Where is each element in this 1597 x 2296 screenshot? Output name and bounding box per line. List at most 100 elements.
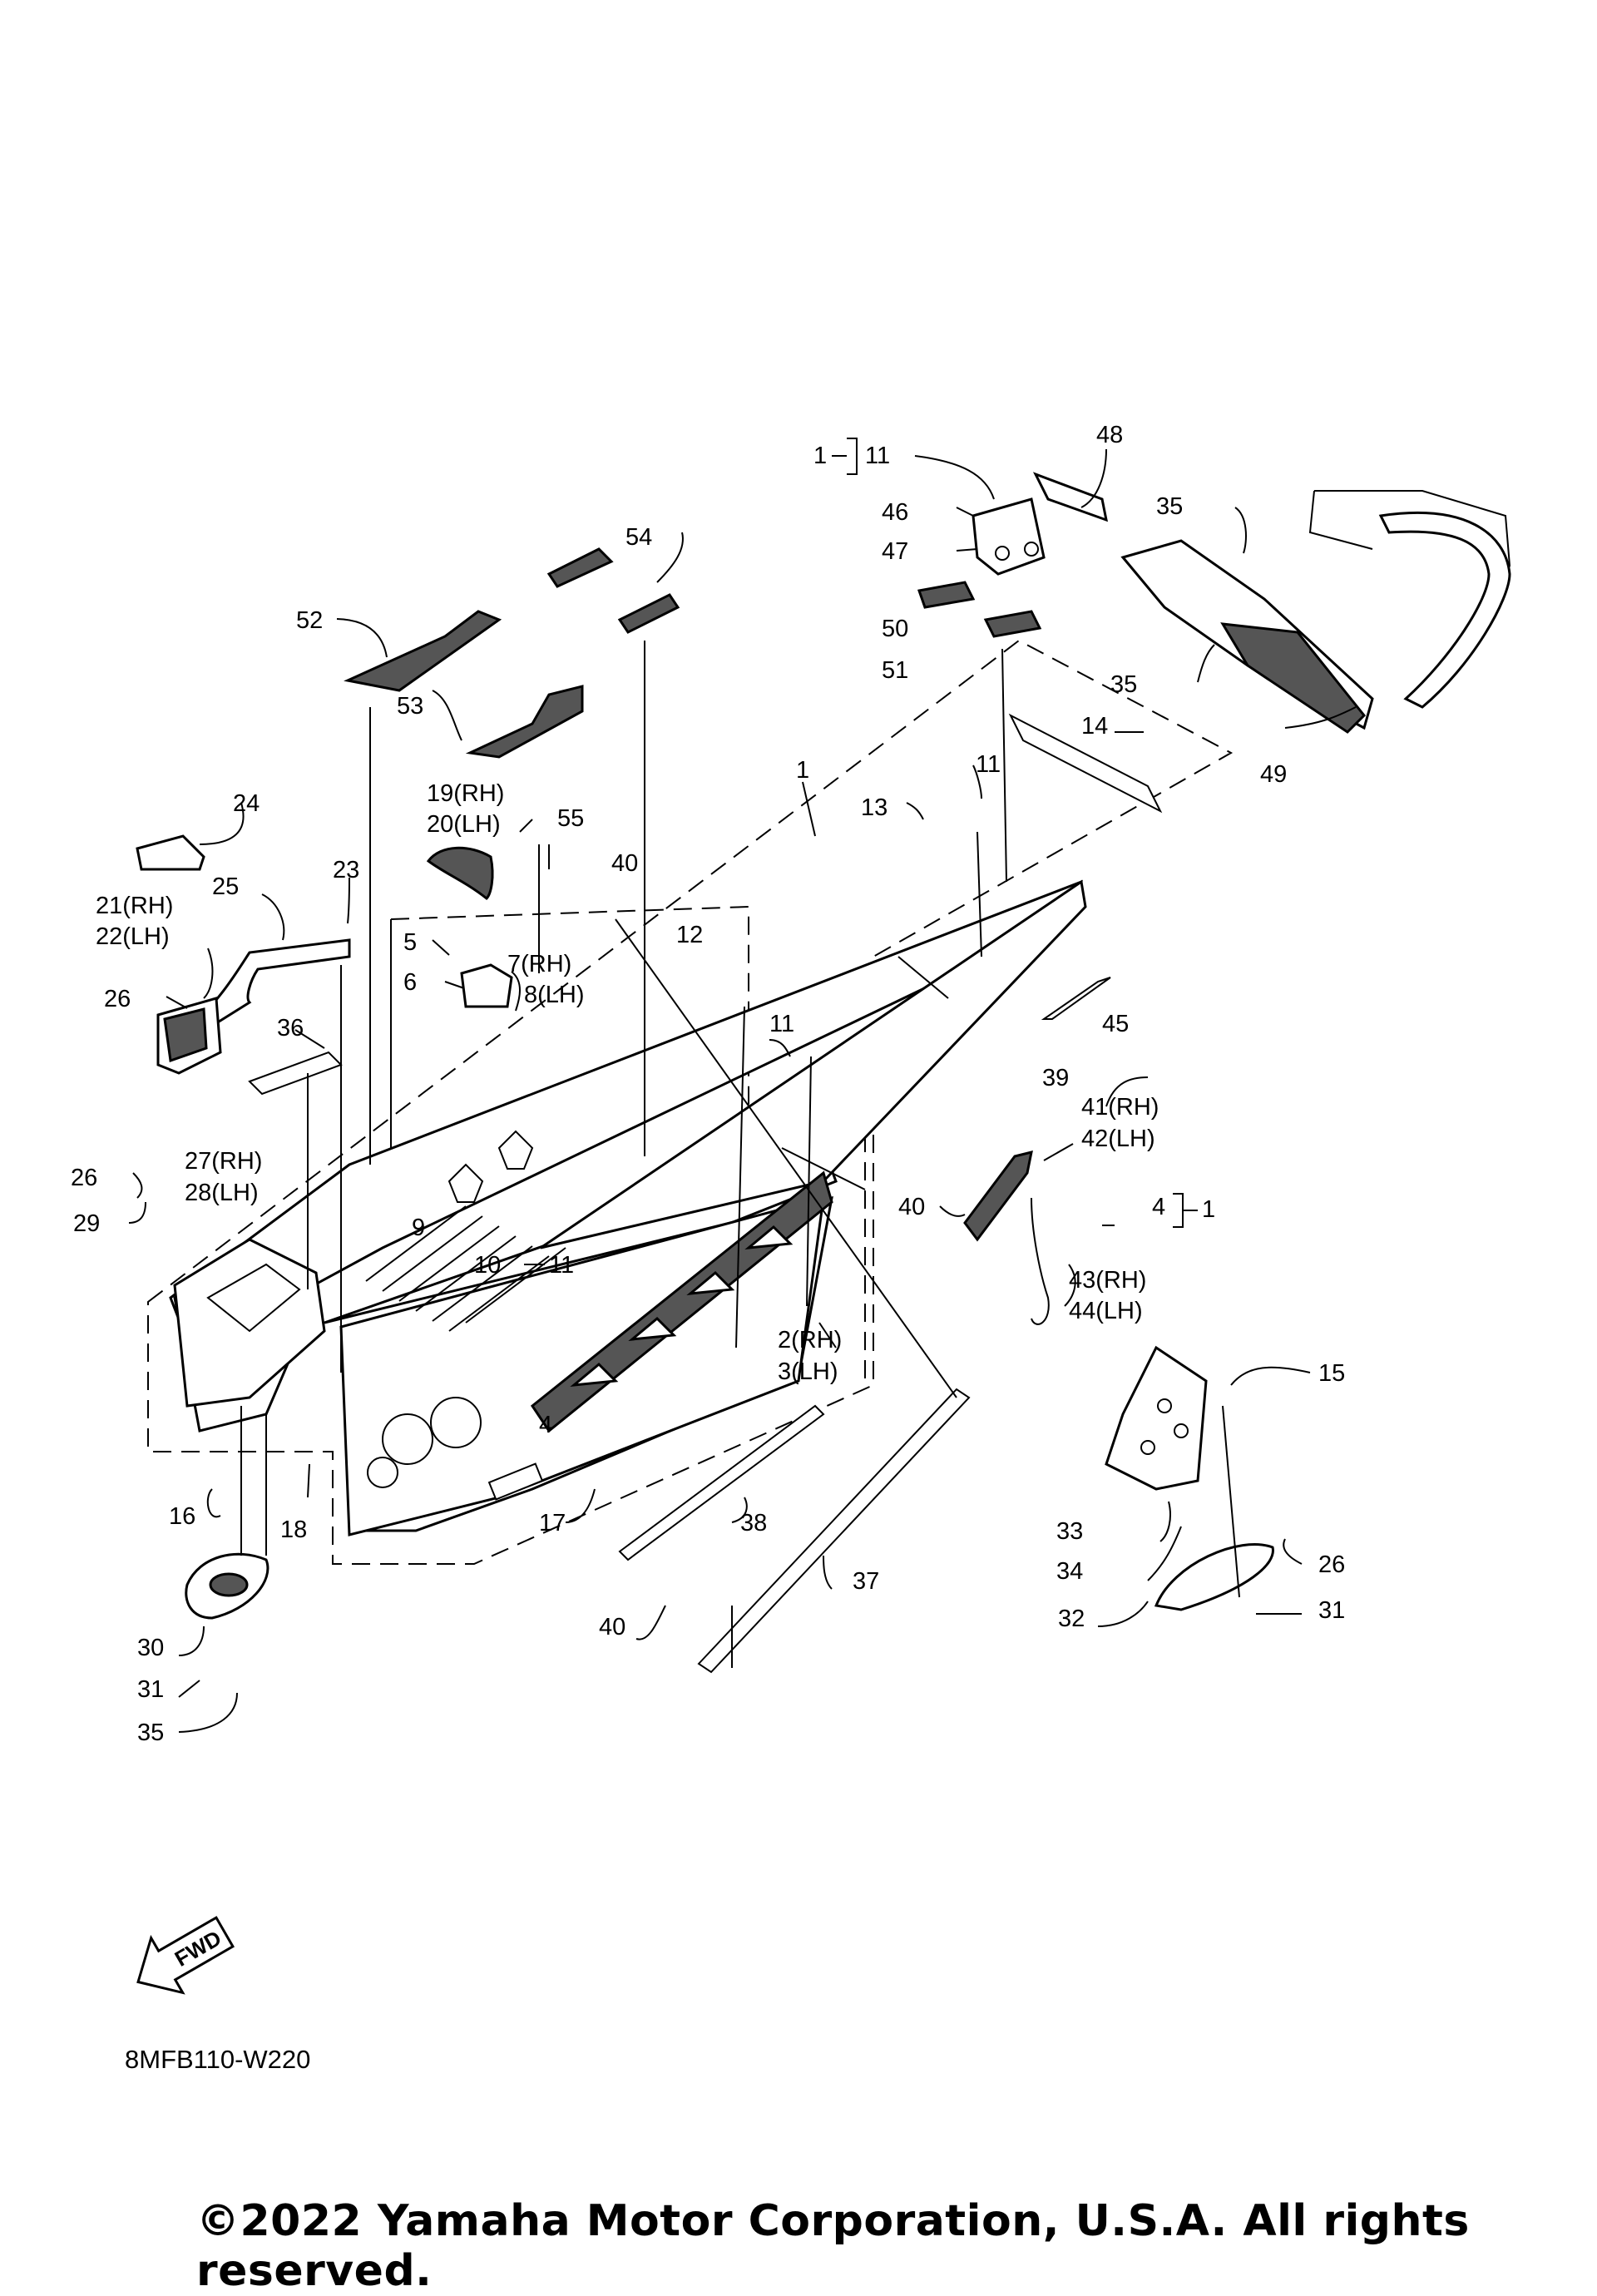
part-19-20 bbox=[426, 846, 494, 901]
callout-12: 12 bbox=[676, 922, 703, 948]
callout-23: 23 bbox=[333, 857, 359, 883]
callout-30: 30 bbox=[137, 1635, 164, 1661]
floor-pad-54b bbox=[617, 593, 680, 634]
callout-39: 39 bbox=[1042, 1065, 1069, 1091]
running-board bbox=[530, 1170, 833, 1433]
callout-32: 32 bbox=[1058, 1606, 1085, 1632]
callout-1-r: 1 bbox=[1202, 1196, 1215, 1223]
floor-mat-53 bbox=[465, 685, 584, 759]
callout-48: 48 bbox=[1096, 422, 1123, 448]
callout-52: 52 bbox=[296, 607, 323, 634]
callout-42: 42(LH) bbox=[1081, 1126, 1155, 1152]
callout-16: 16 bbox=[169, 1503, 195, 1530]
callout-46: 46 bbox=[882, 499, 908, 526]
leader-lines bbox=[128, 448, 1357, 1733]
callout-35-mid: 35 bbox=[1110, 671, 1137, 698]
callout-33: 33 bbox=[1056, 1518, 1083, 1545]
callout-9: 9 bbox=[412, 1215, 425, 1241]
callout-35-l: 35 bbox=[137, 1720, 164, 1746]
floor-mat-52 bbox=[344, 610, 502, 692]
callout-24: 24 bbox=[233, 790, 260, 817]
part-30 bbox=[185, 1552, 269, 1620]
callout-4-c: 4 bbox=[539, 1412, 552, 1438]
callout-31-l: 31 bbox=[137, 1676, 164, 1703]
step-plate-15-33 bbox=[1105, 1345, 1208, 1491]
callout-20: 20(LH) bbox=[427, 811, 501, 838]
callout-43: 43(RH) bbox=[1069, 1267, 1146, 1294]
diagram-code: 8MFB110-W220 bbox=[125, 2045, 311, 2074]
callout-53: 53 bbox=[397, 693, 423, 720]
callout-11-a: 11 bbox=[976, 751, 1001, 778]
callout-40-c: 40 bbox=[599, 1614, 625, 1640]
rear-bar-14 bbox=[1008, 713, 1163, 814]
callout-49: 49 bbox=[1260, 761, 1287, 788]
pad-50 bbox=[917, 581, 976, 609]
pad-51 bbox=[983, 610, 1042, 638]
callout-8: 8(LH) bbox=[524, 982, 585, 1008]
callout-11-top: 11 bbox=[865, 443, 890, 469]
front-nose-bracket bbox=[173, 1238, 326, 1408]
callout-26-a: 26 bbox=[104, 986, 131, 1012]
callout-51: 51 bbox=[882, 657, 908, 684]
callout-7: 7(RH) bbox=[507, 951, 571, 977]
rail-37 bbox=[697, 1388, 971, 1674]
callout-6: 6 bbox=[403, 969, 417, 996]
callout-22: 22(LH) bbox=[96, 923, 170, 950]
callout-37: 37 bbox=[853, 1568, 879, 1595]
callout-35-top: 35 bbox=[1156, 493, 1183, 520]
callout-17: 17 bbox=[539, 1510, 566, 1536]
callout-14: 14 bbox=[1081, 713, 1108, 740]
callout-25: 25 bbox=[212, 873, 239, 900]
callout-18: 18 bbox=[280, 1517, 307, 1543]
plate-36 bbox=[248, 1051, 343, 1096]
callout-11-c: 11 bbox=[549, 1252, 574, 1279]
callout-34: 34 bbox=[1056, 1558, 1083, 1585]
callout-29: 29 bbox=[73, 1210, 100, 1237]
part-43-44 bbox=[1031, 1197, 1050, 1325]
part-10 bbox=[497, 1130, 534, 1170]
callout-1-frame: 1 bbox=[796, 757, 809, 784]
callout-10: 10 bbox=[474, 1252, 501, 1279]
floor-pad-54a bbox=[546, 547, 614, 588]
callout-45: 45 bbox=[1102, 1011, 1129, 1037]
rail-38 bbox=[618, 1404, 825, 1561]
part-9 bbox=[447, 1163, 484, 1203]
callout-5: 5 bbox=[403, 929, 417, 956]
callout-31-r: 31 bbox=[1318, 1597, 1345, 1624]
callout-27: 27(RH) bbox=[185, 1148, 262, 1175]
callout-55: 55 bbox=[557, 805, 584, 832]
part-7-8 bbox=[460, 963, 513, 1008]
callout-40-b: 40 bbox=[898, 1194, 925, 1220]
callout-1-top: 1 bbox=[813, 443, 827, 469]
rear-bumper-assembly bbox=[1120, 490, 1511, 734]
callout-44: 44(LH) bbox=[1069, 1298, 1143, 1324]
callout-28: 28(LH) bbox=[185, 1180, 259, 1206]
fwd-arrow-icon: FWD bbox=[136, 1916, 235, 1995]
callout-36: 36 bbox=[277, 1015, 304, 1042]
part-41-42 bbox=[963, 1150, 1033, 1242]
tunnel-cooling-slots bbox=[365, 1205, 566, 1332]
callout-2: 2(RH) bbox=[778, 1327, 842, 1353]
callout-54: 54 bbox=[625, 524, 652, 551]
callout-40-a: 40 bbox=[611, 850, 638, 877]
callout-15: 15 bbox=[1318, 1360, 1345, 1387]
callout-41: 41(RH) bbox=[1081, 1094, 1159, 1121]
part-24 bbox=[136, 834, 205, 871]
bracket-21-22 bbox=[191, 938, 351, 1025]
rear-bracket-46 bbox=[972, 472, 1108, 576]
callout-26-b: 26 bbox=[71, 1165, 97, 1191]
frame-assembly-outline bbox=[147, 639, 1234, 1565]
callout-21: 21(RH) bbox=[96, 893, 173, 919]
callout-4-r: 4 bbox=[1152, 1194, 1165, 1220]
callout-3: 3(LH) bbox=[778, 1358, 838, 1385]
bracket-27-28 bbox=[156, 997, 222, 1075]
callout-labels: 1 11 48 46 47 35 54 52 50 51 35 53 14 49… bbox=[71, 422, 1345, 1746]
part-32 bbox=[1154, 1543, 1274, 1611]
callout-11-b: 11 bbox=[769, 1011, 794, 1037]
callout-50: 50 bbox=[882, 616, 908, 642]
callout-13: 13 bbox=[861, 794, 887, 821]
strip-45 bbox=[1041, 977, 1111, 1020]
callout-26-c: 26 bbox=[1318, 1551, 1345, 1578]
callout-19: 19(RH) bbox=[427, 780, 504, 807]
